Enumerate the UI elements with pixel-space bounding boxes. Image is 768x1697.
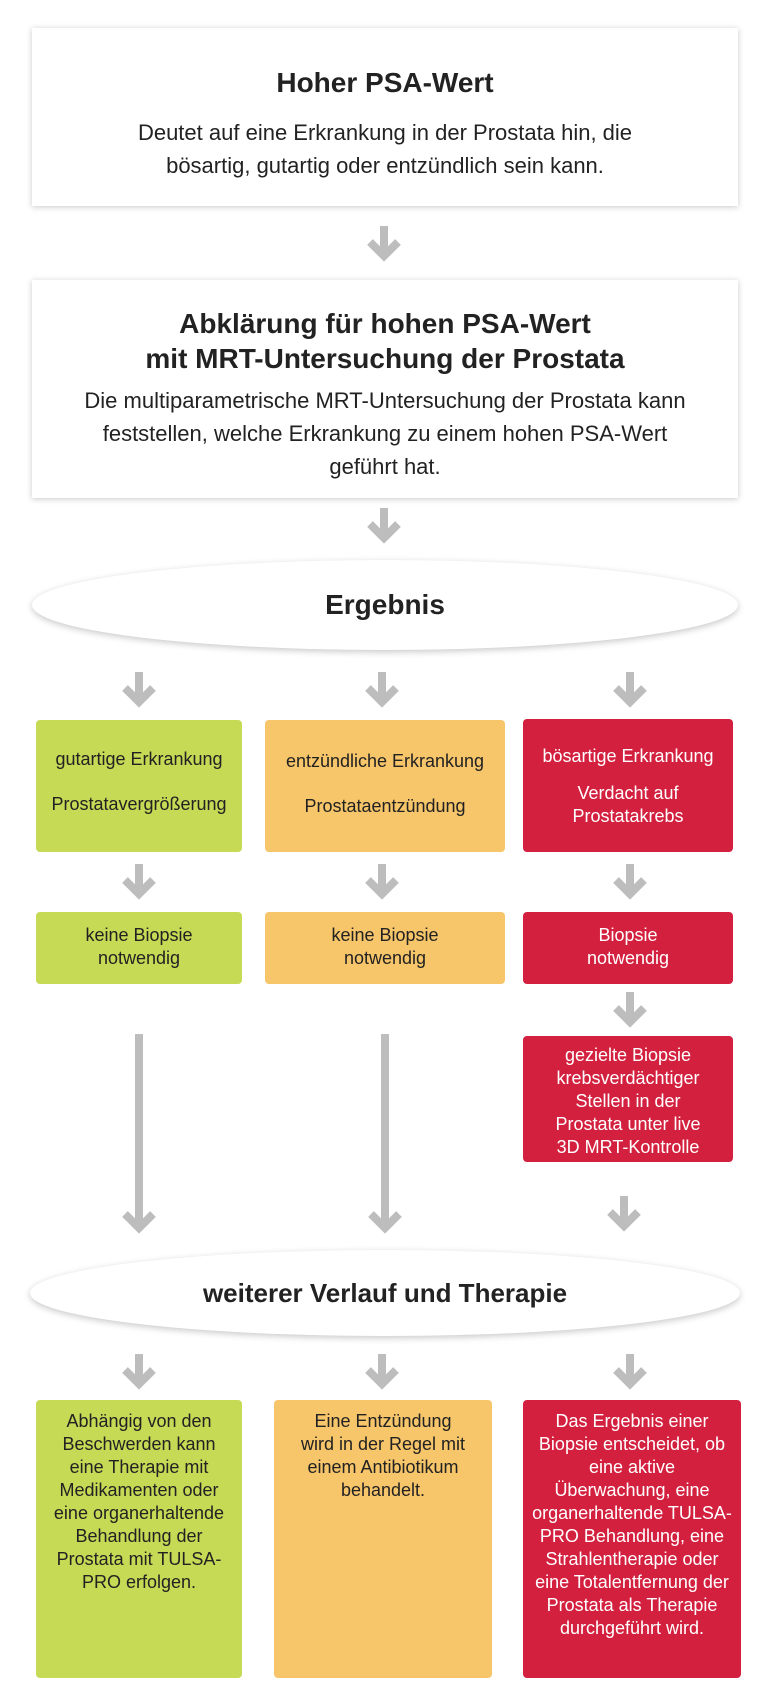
inflammatory-biopsy-card: keine Biopsie notwendig	[265, 912, 505, 984]
arrow-down-icon	[613, 672, 647, 708]
inflammatory-diagnosis-card: entzündliche Erkrankung Prostataentzündu…	[265, 720, 505, 852]
benign-therapy: Abhängig von den Beschwerden kann eine T…	[53, 1411, 225, 1592]
benign-diagnosis: Prostatavergrößerung	[51, 794, 227, 814]
malignant-therapy: Das Ergebnis einer Biopsie entscheidet, …	[532, 1411, 732, 1638]
malignant-diagnosis: Verdacht auf Prostatakrebs	[572, 783, 684, 826]
inflammatory-biopsy: keine Biopsie notwendig	[331, 925, 439, 968]
mrt-box-text: Die multiparametrische MRT-Untersuchung …	[84, 388, 686, 479]
inflammatory-therapy: Eine Entzündung wird in der Regel mit ei…	[300, 1411, 466, 1500]
arrow-down-icon	[365, 864, 399, 900]
arrow-down-icon	[365, 672, 399, 708]
malignant-biopsy: Biopsie notwendig	[586, 925, 670, 968]
arrow-down-icon	[367, 508, 401, 544]
malignant-diagnosis-card: bösartige Erkrankung Verdacht auf Prosta…	[523, 719, 733, 852]
inflammatory-category: entzündliche Erkrankung	[285, 751, 485, 771]
psa-box-text: Deutet auf eine Erkrankung in der Prosta…	[137, 120, 633, 178]
arrow-down-icon	[613, 992, 647, 1028]
benign-diagnosis-card: gutartige Erkrankung Prostatavergrößerun…	[36, 720, 242, 852]
arrow-down-icon	[122, 864, 156, 900]
benign-biopsy-card: keine Biopsie notwendig	[36, 912, 242, 984]
therapy-label: weiterer Verlauf und Therapie	[202, 1277, 568, 1308]
result-label: Ergebnis	[325, 589, 445, 620]
inflammatory-diagnosis: Prostataentzündung	[304, 796, 466, 816]
arrow-down-icon	[613, 864, 647, 900]
benign-therapy-card: Abhängig von den Beschwerden kann eine T…	[36, 1400, 242, 1678]
arrow-down-icon	[365, 1354, 399, 1390]
mrt-box-title-line1: Abklärung für hohen PSA-Wert	[179, 308, 591, 339]
therapy-ellipse: weiterer Verlauf und Therapie	[30, 1250, 740, 1336]
arrow-down-icon	[607, 1196, 641, 1232]
malignant-therapy-card: Das Ergebnis einer Biopsie entscheidet, …	[523, 1400, 741, 1678]
targeted-biopsy-card: gezielte Biopsie krebsverdächtiger Stell…	[523, 1036, 733, 1162]
targeted-biopsy-text: gezielte Biopsie krebsverdächtiger Stell…	[555, 1045, 701, 1157]
arrow-down-icon	[122, 1354, 156, 1390]
arrow-down-icon	[613, 1354, 647, 1390]
psa-box: Hoher PSA-Wert Deutet auf eine Erkrankun…	[32, 28, 738, 206]
arrow-down-icon	[367, 226, 401, 262]
benign-category: gutartige Erkrankung	[55, 749, 223, 769]
result-ellipse: Ergebnis	[32, 560, 738, 650]
long-arrow-down-icon	[368, 1034, 402, 1234]
arrow-down-icon	[122, 672, 156, 708]
mrt-box-title-line2: mit MRT-Untersuchung der Prostata	[145, 343, 625, 374]
malignant-category: bösartige Erkrankung	[542, 746, 714, 766]
long-arrow-down-icon	[122, 1034, 156, 1234]
mrt-box: Abklärung für hohen PSA-Wert mit MRT-Unt…	[32, 280, 738, 498]
malignant-biopsy-card: Biopsie notwendig	[523, 912, 733, 984]
psa-box-title: Hoher PSA-Wert	[276, 67, 494, 98]
inflammatory-therapy-card: Eine Entzündung wird in der Regel mit ei…	[274, 1400, 492, 1678]
benign-biopsy: keine Biopsie notwendig	[85, 925, 193, 968]
